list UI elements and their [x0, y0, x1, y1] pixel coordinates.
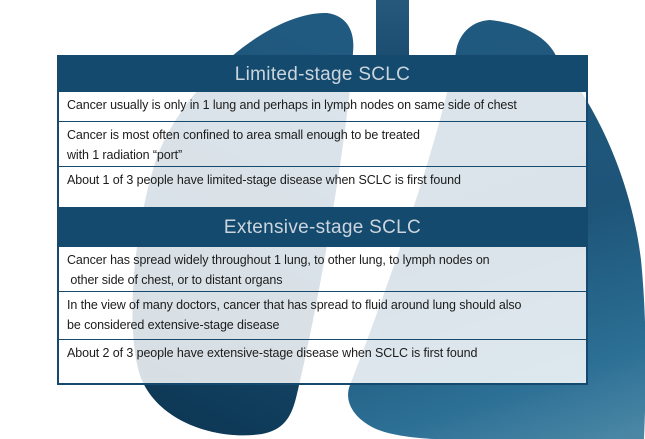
sclc-staging-table: Limited-stage SCLC Cancer usually is onl…	[57, 55, 588, 385]
row-text-line: Cancer has spread widely throughout 1 lu…	[67, 253, 490, 267]
row-text-line: Cancer is most often confined to area sm…	[67, 128, 420, 142]
row-text-line: In the view of many doctors, cancer that…	[67, 298, 522, 312]
table-row: About 1 of 3 people have limited-stage d…	[59, 167, 586, 208]
table-row: In the view of many doctors, cancer that…	[59, 292, 586, 340]
row-text-line: with 1 radiation “port”	[67, 148, 183, 162]
row-text-line: Cancer usually is only in 1 lung and per…	[67, 98, 517, 112]
table-row: Cancer usually is only in 1 lung and per…	[59, 92, 586, 122]
row-text-line: About 2 of 3 people have extensive-stage…	[67, 346, 478, 360]
limited-stage-header-label: Limited-stage SCLC	[234, 63, 411, 85]
extensive-stage-header: Extensive-stage SCLC	[59, 208, 586, 247]
row-text-line: other side of chest, or to distant organ…	[67, 273, 283, 287]
table-row: About 2 of 3 people have extensive-stage…	[59, 340, 586, 383]
extensive-stage-header-label: Extensive-stage SCLC	[223, 216, 422, 238]
table-row: Cancer has spread widely throughout 1 lu…	[59, 247, 586, 292]
limited-stage-header: Limited-stage SCLC	[59, 57, 586, 92]
row-text-line: About 1 of 3 people have limited-stage d…	[67, 173, 461, 187]
table-row: Cancer is most often confined to area sm…	[59, 122, 586, 167]
row-text-line: be considered extensive-stage disease	[67, 318, 280, 332]
